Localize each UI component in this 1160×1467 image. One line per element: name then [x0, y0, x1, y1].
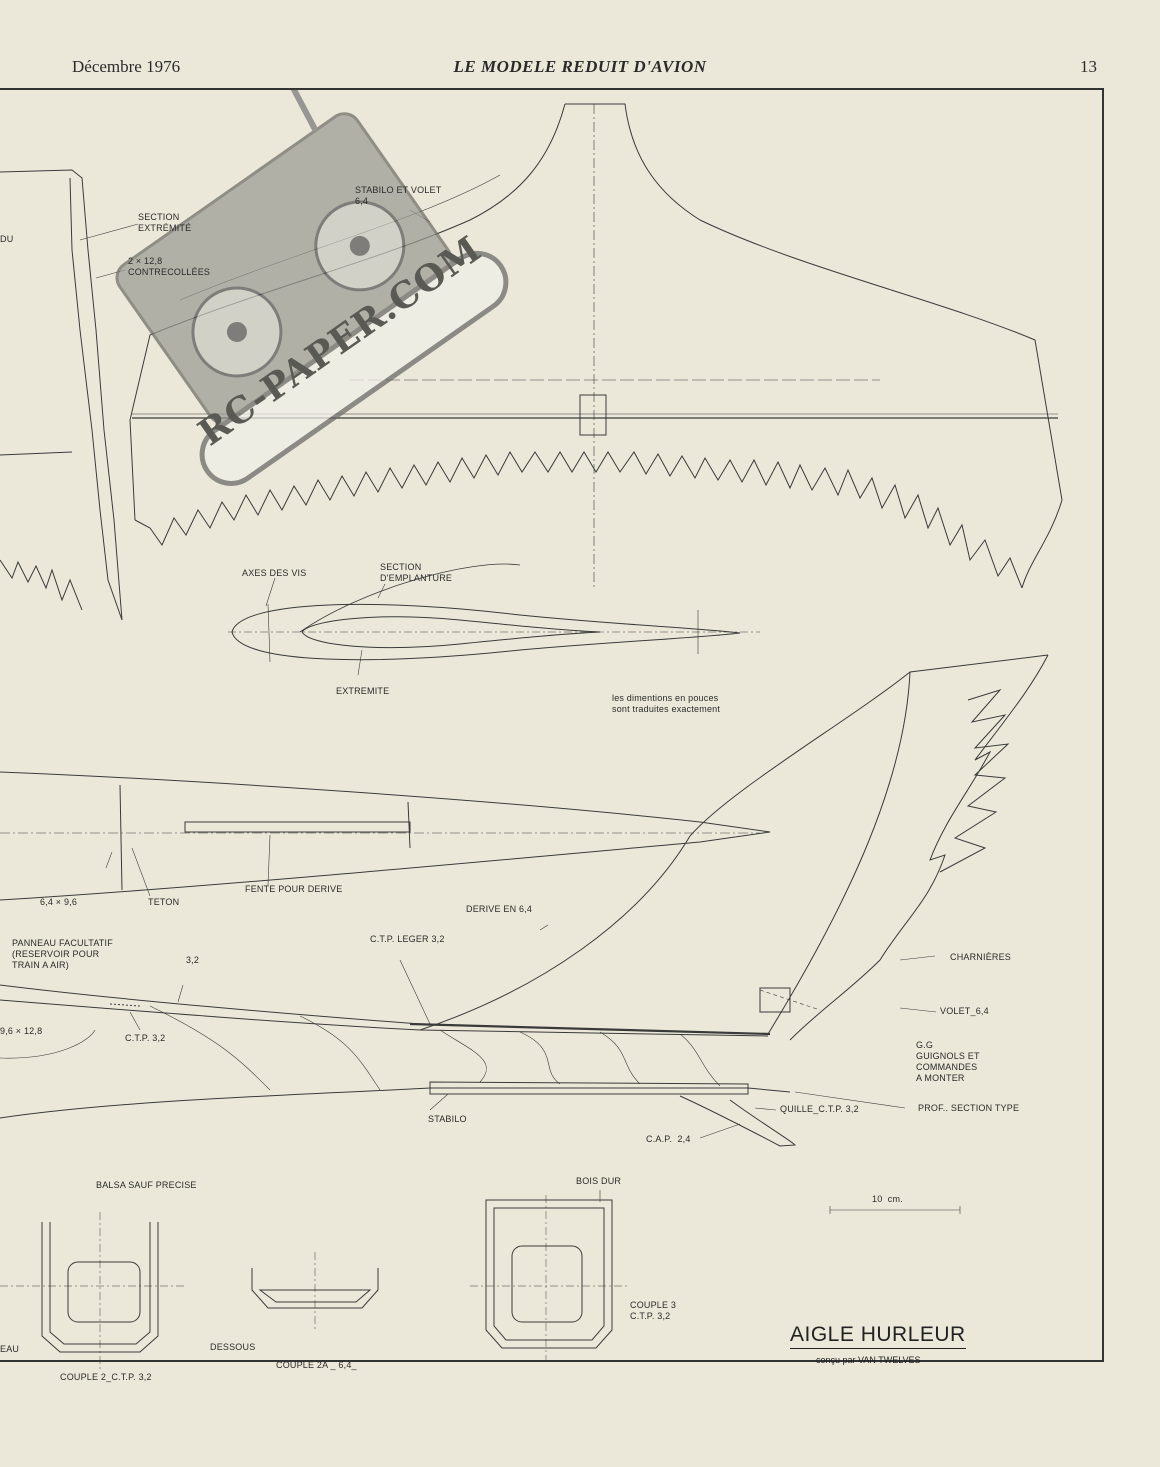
airfoil-sections — [228, 563, 760, 663]
scale-bar-label: 10 cm. — [872, 1194, 903, 1204]
label-ctp-32: C.T.P. 3,2 — [125, 1033, 166, 1043]
label-volet: VOLET_6,4 — [940, 1006, 989, 1016]
fuselage-side-view — [0, 984, 797, 1147]
label-dim-96128: 9,6 × 12,8 — [0, 1026, 43, 1036]
label-teton: TETON — [148, 897, 180, 907]
label-stabilo: STABILO — [428, 1114, 467, 1124]
label-couple-3: COUPLE 3 C.T.P. 3,2 — [630, 1300, 677, 1321]
label-guignols: G.G GUIGNOLS ET COMMANDES A MONTER — [916, 1040, 980, 1083]
bulkhead-couple-2a — [251, 1252, 379, 1330]
label-derive: DERIVE EN 6,4 — [466, 904, 533, 914]
label-couple-2: COUPLE 2_C.T.P. 3,2 — [60, 1372, 152, 1382]
fin-rudder — [419, 654, 1049, 1041]
label-contrecollees: 2 × 12,8 CONTRECOLLÉES — [128, 256, 211, 277]
label-quille: QUILLE_C.T.P. 3,2 — [780, 1104, 859, 1114]
label-stabilo-volet: STABILO ET VOLET 6,4 — [355, 185, 442, 206]
label-eau: EAU — [0, 1344, 20, 1354]
label-charnieres: CHARNIÈRES — [950, 952, 1012, 962]
note-dimensions: les dimentions en pouces sont traduites … — [612, 693, 721, 714]
plan-title: AIGLE HURLEUR — [790, 1323, 966, 1349]
bulkhead-couple-2 — [0, 1212, 185, 1370]
label-balsa: BALSA SAUF PRECISE — [96, 1180, 197, 1190]
label-extremite: EXTREMITE — [336, 686, 390, 696]
label-dim-6496: 6,4 × 9,6 — [40, 897, 78, 907]
leader-lines — [79, 209, 961, 1214]
plan-subtitle: conçu par VAN TWELVES — [816, 1355, 921, 1365]
label-couple-2a: COUPLE 2A _ 6,4_ — [276, 1360, 357, 1370]
label-prof-section: PROF.. SECTION TYPE — [918, 1103, 1020, 1113]
wing-tip-fragment — [0, 169, 123, 621]
fuselage-top-view — [0, 771, 771, 901]
label-du: DU — [0, 234, 14, 244]
label-panneau: PANNEAU FACULTATIF (RESERVOIR POUR TRAIN… — [12, 938, 113, 970]
bulkhead-couple-3 — [470, 1195, 630, 1360]
label-dessous: DESSOUS — [210, 1342, 256, 1352]
label-ctp-leger: C.T.P. LEGER 3,2 — [370, 934, 445, 944]
page-number: 13 — [1080, 57, 1097, 76]
label-dim-32: 3,2 — [186, 955, 200, 965]
drawing-frame — [0, 88, 1104, 1362]
stabilizer-planform — [129, 103, 1063, 590]
label-cap: C.A.P. 2,4 — [646, 1134, 691, 1144]
header-date: Décembre 1976 — [72, 57, 181, 76]
label-section-extremite: SECTION EXTRÉMITÉ — [138, 212, 192, 233]
label-fente-derive: FENTE POUR DERIVE — [245, 884, 343, 894]
magazine-title: LE MODELE REDUIT D'AVION — [453, 57, 707, 76]
label-bois-dur: BOIS DUR — [576, 1176, 622, 1186]
label-axes-des-vis: AXES DES VIS — [242, 568, 307, 578]
label-section-emplanture: SECTION D'EMPLANTURE — [380, 562, 453, 583]
